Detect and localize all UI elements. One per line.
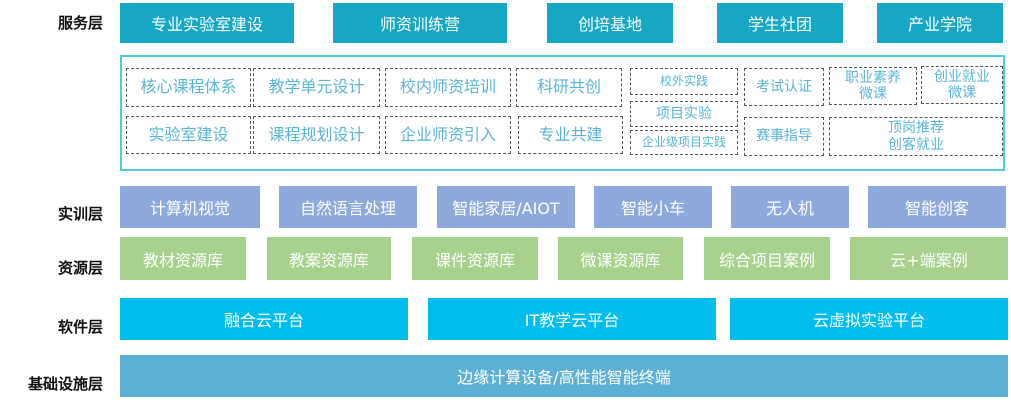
detail-box: 课程规划设计 (253, 116, 380, 154)
detail-box: 校内师资培训 (385, 68, 511, 107)
detail-box: 核心课程体系 (126, 68, 251, 107)
infrastructure-layer-label: 基础设施层 (27, 375, 103, 393)
resource-box: 综合项目案例 (704, 237, 830, 280)
service-box: 创培基地 (547, 3, 673, 43)
detail-box: 企业级项目实践 (630, 130, 738, 155)
resource-layer-label: 资源层 (57, 259, 103, 277)
resource-box: 教材资源库 (120, 237, 246, 280)
training-box: 自然语言处理 (279, 186, 417, 228)
detail-box: 顶岗推荐 创客就业 (829, 117, 1003, 156)
training-box: 计算机视觉 (120, 186, 260, 228)
resource-box: 教案资源库 (267, 237, 391, 280)
detail-box: 赛事指导 (744, 117, 824, 156)
training-box: 无人机 (731, 186, 849, 228)
detail-box: 职业素养 微课 (829, 67, 917, 105)
detail-box: 企业师资引入 (385, 116, 511, 154)
software-box: 云虚拟实验平台 (730, 298, 1008, 340)
detail-box: 专业共建 (518, 116, 623, 154)
infrastructure-box: 边缘计算设备/高性能智能终端 (120, 355, 1008, 397)
detail-box: 创业就业 微课 (921, 66, 1003, 104)
detail-box: 考试认证 (744, 68, 824, 106)
service-detail-panel (120, 55, 1005, 171)
detail-box: 教学单元设计 (253, 68, 380, 107)
resource-box: 云+端案例 (850, 237, 1008, 280)
training-box: 智能家居/AIOT (437, 186, 575, 228)
detail-box: 科研共创 (516, 68, 622, 107)
service-box: 学生社团 (717, 3, 843, 43)
training-box: 智能小车 (594, 186, 712, 228)
resource-box: 微课资源库 (558, 237, 683, 280)
detail-box: 实验室建设 (126, 116, 251, 154)
detail-box: 项目实验 (630, 101, 738, 127)
service-layer-label: 服务层 (57, 14, 103, 32)
service-box: 师资训练营 (333, 3, 507, 43)
service-box: 专业实验室建设 (120, 3, 294, 43)
training-layer-label: 实训层 (57, 205, 103, 223)
software-layer-label: 软件层 (57, 318, 103, 336)
software-box: 融合云平台 (120, 298, 408, 340)
software-box: IT教学云平台 (428, 298, 716, 340)
detail-box: 校外实践 (630, 68, 738, 95)
service-box: 产业学院 (877, 3, 1003, 43)
training-box: 智能创客 (868, 186, 1006, 228)
resource-box: 课件资源库 (412, 237, 538, 280)
